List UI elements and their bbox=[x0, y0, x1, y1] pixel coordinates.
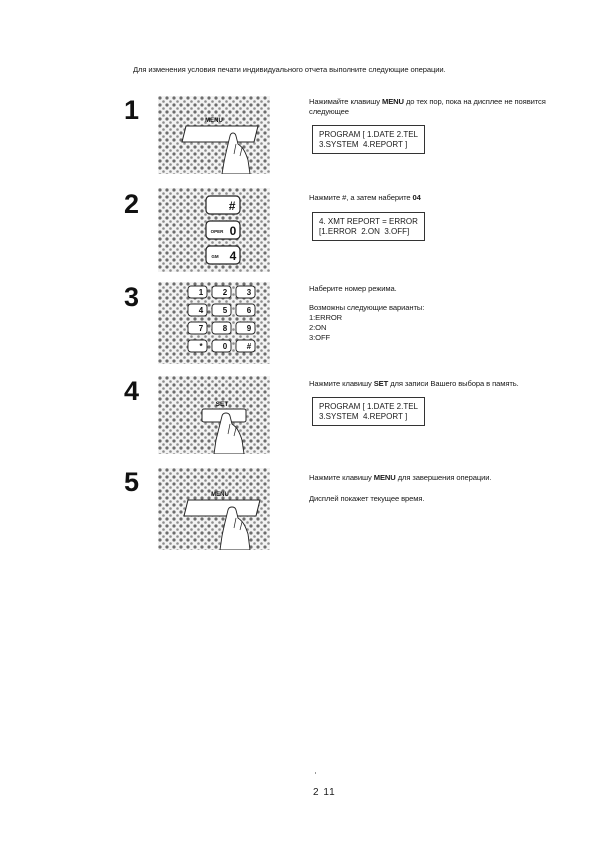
svg-text:4: 4 bbox=[199, 306, 204, 315]
svg-text:8: 8 bbox=[223, 324, 228, 333]
lcd-line: PROGRAM [ 1.DATE 2.TEL bbox=[319, 130, 418, 139]
intro-text: Для изменения условия печати индивидуаль… bbox=[133, 65, 446, 74]
step-2-illustration: # OPER 0 GM 4 bbox=[158, 188, 270, 272]
four-key bbox=[205, 245, 241, 265]
zero-key bbox=[205, 220, 241, 240]
step-1-text: Нажимайте клавишу MENU до тех пор, пока … bbox=[309, 97, 546, 116]
svg-text:7: 7 bbox=[199, 324, 204, 333]
page-number: 2 11 bbox=[313, 787, 336, 798]
step-4-lcd-display: PROGRAM [ 1.DATE 2.TEL 3.SYSTEM 4.REPORT… bbox=[312, 397, 425, 426]
hash-key bbox=[205, 195, 241, 215]
hand-icon bbox=[219, 506, 251, 550]
step-5-number: 5 bbox=[124, 467, 140, 497]
svg-text:#: # bbox=[247, 342, 252, 351]
step-3-text: Наберите номер режима. Возможны следующи… bbox=[309, 284, 579, 343]
options-title: Возможны следующие варианты: bbox=[309, 303, 425, 312]
lcd-line: 3.SYSTEM 4.REPORT ] bbox=[319, 139, 408, 149]
step-4-illustration: SET bbox=[158, 376, 270, 454]
svg-text:GM: GM bbox=[211, 254, 219, 259]
set-key-label: SET bbox=[216, 401, 229, 408]
svg-text:OPER: OPER bbox=[211, 229, 225, 234]
lcd-line: [1.ERROR 2.ON 3.OFF] bbox=[319, 226, 410, 236]
hand-icon bbox=[213, 412, 245, 454]
step-2-text: Нажмите #, а затем наберите 04 bbox=[309, 193, 421, 202]
menu-key-label: MENU bbox=[211, 492, 229, 498]
step-5-text: Нажмите клавишу MENU для завершения опер… bbox=[309, 473, 492, 482]
step-1-lcd-display: PROGRAM [ 1.DATE 2.TEL 3.SYSTEM 4.REPORT… bbox=[312, 125, 425, 154]
svg-text:0: 0 bbox=[223, 342, 228, 351]
step-4-number: 4 bbox=[124, 376, 140, 406]
step-4-text: Нажмите клавишу SET для записи Вашего вы… bbox=[309, 379, 519, 388]
svg-text:#: # bbox=[229, 199, 236, 213]
svg-text:6: 6 bbox=[247, 306, 252, 315]
keypad-icon bbox=[187, 285, 256, 353]
lcd-line: 3.SYSTEM 4.REPORT ] bbox=[319, 411, 408, 421]
option-item: 1:ERROR bbox=[309, 313, 343, 322]
menu-key-label: MENU bbox=[205, 118, 223, 124]
option-item: 3:OFF bbox=[309, 333, 331, 342]
step-5-text-2: Дисплей покажет текущее время. bbox=[309, 494, 425, 503]
step-1-illustration: MENU bbox=[158, 96, 270, 174]
svg-text:9: 9 bbox=[247, 324, 252, 333]
step-5-illustration: MENU bbox=[158, 468, 270, 550]
svg-text:5: 5 bbox=[223, 306, 228, 315]
step-3-illustration: 1 2 3 4 5 6 7 8 9 * 0 # bbox=[158, 282, 270, 364]
lcd-line: 4. XMT REPORT = ERROR bbox=[319, 217, 418, 226]
step-2-lcd-display: 4. XMT REPORT = ERROR [1.ERROR 2.ON 3.OF… bbox=[312, 212, 425, 241]
svg-text:1: 1 bbox=[199, 288, 204, 297]
svg-text:3: 3 bbox=[247, 288, 252, 297]
step-3-number: 3 bbox=[124, 282, 140, 312]
svg-text:*: * bbox=[199, 342, 203, 351]
svg-text:2: 2 bbox=[223, 288, 228, 297]
hand-icon bbox=[221, 132, 251, 174]
svg-text:4: 4 bbox=[230, 249, 237, 263]
svg-text:0: 0 bbox=[230, 224, 237, 238]
step-2-number: 2 bbox=[124, 189, 140, 219]
scan-mark bbox=[315, 772, 316, 774]
option-item: 2:ON bbox=[309, 323, 327, 332]
step-1-number: 1 bbox=[124, 95, 140, 125]
lcd-line: PROGRAM [ 1.DATE 2.TEL bbox=[319, 402, 418, 411]
